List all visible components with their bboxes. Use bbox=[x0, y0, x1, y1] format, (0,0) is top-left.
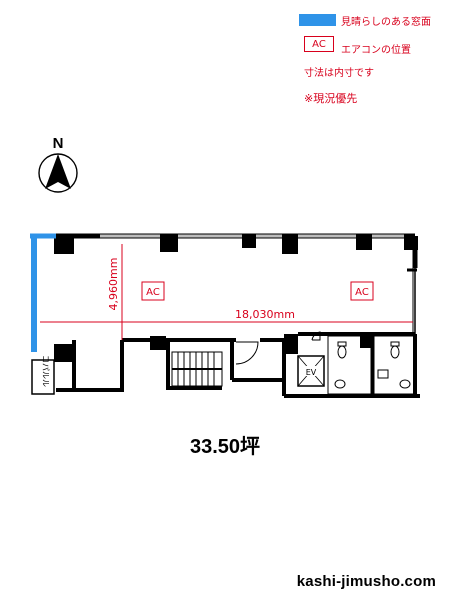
svg-text:AC: AC bbox=[146, 287, 160, 298]
columns bbox=[54, 236, 418, 362]
utility-label: コパルル bbox=[41, 355, 50, 387]
depth-dimension-label: 4,960mm bbox=[107, 258, 120, 311]
staircase bbox=[171, 351, 223, 387]
door-swings bbox=[235, 331, 321, 365]
ac-marker-left: AC bbox=[141, 281, 165, 301]
priority-note: ※現況優先 bbox=[304, 92, 358, 105]
dimensions-note: 寸法は内寸です bbox=[304, 68, 374, 79]
north-compass-icon: N bbox=[38, 135, 78, 193]
floor-area: 33.50坪 bbox=[189, 436, 261, 458]
compass-north-label: N bbox=[53, 135, 64, 152]
width-dimension-label: 18,030mm bbox=[235, 308, 295, 321]
elevator: EV bbox=[297, 355, 325, 387]
view-window-legend-swatch bbox=[299, 14, 336, 26]
utility-closet bbox=[31, 359, 55, 395]
elevator-label: EV bbox=[306, 368, 317, 377]
interior-walls bbox=[56, 332, 420, 398]
svg-text:AC: AC bbox=[355, 287, 369, 298]
restrooms bbox=[327, 335, 415, 395]
view-window-legend-label: 見晴らしのある窓面 bbox=[341, 17, 431, 28]
ac-legend-box: AC bbox=[304, 36, 334, 52]
site-url: kashi-jimusho.com bbox=[296, 573, 436, 590]
ac-legend-label: エアコンの位置 bbox=[341, 45, 411, 56]
ac-marker-right: AC bbox=[350, 281, 374, 301]
